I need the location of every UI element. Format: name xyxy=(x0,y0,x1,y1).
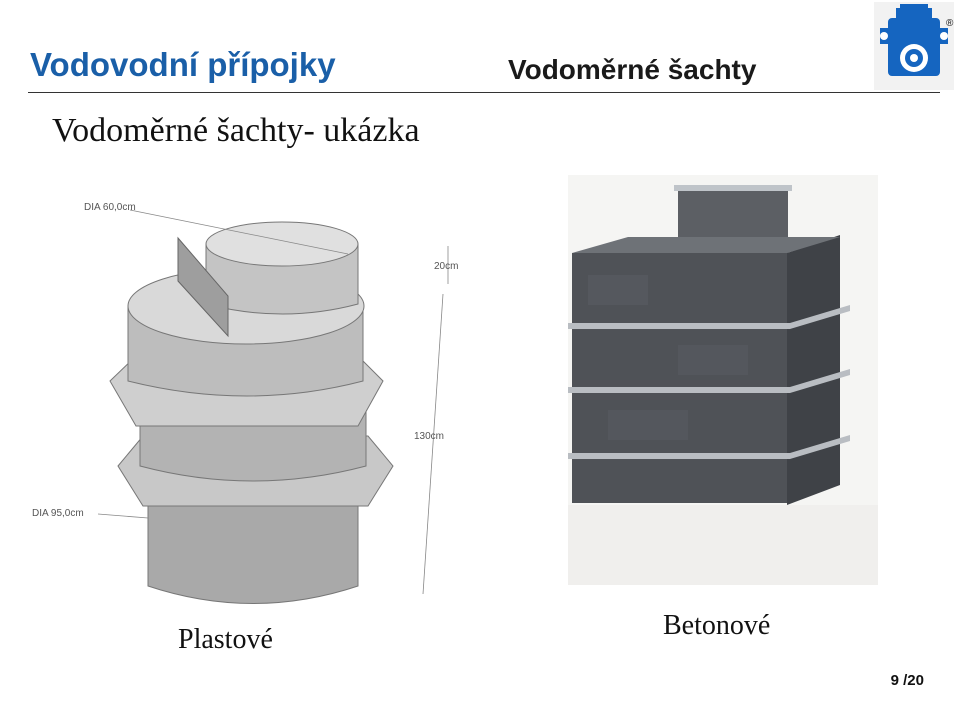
company-logo: ® xyxy=(874,2,954,90)
section-title: Vodoměrné šachty xyxy=(508,54,757,85)
header-divider xyxy=(28,92,940,93)
dim-bottom-diameter: DIA 95,0cm xyxy=(32,508,84,519)
page-number: 9 /20 xyxy=(890,672,924,689)
dim-total-height: 130cm xyxy=(414,431,444,442)
slide-title: Vodovodní přípojky xyxy=(30,46,336,83)
caption-plastic: Plastové xyxy=(178,624,273,655)
plastic-shaft-diagram: DIA 60,0cm 20cm 130cm DIA 95,0cm xyxy=(18,166,483,626)
caption-concrete: Betonové xyxy=(663,610,771,641)
slide-subtitle: Vodoměrné šachty- ukázka xyxy=(52,112,420,149)
concrete-shaft-image xyxy=(568,175,878,585)
registered-mark: ® xyxy=(946,18,954,29)
dim-top-height: 20cm xyxy=(434,261,458,272)
dim-top-diameter: DIA 60,0cm xyxy=(84,202,136,213)
